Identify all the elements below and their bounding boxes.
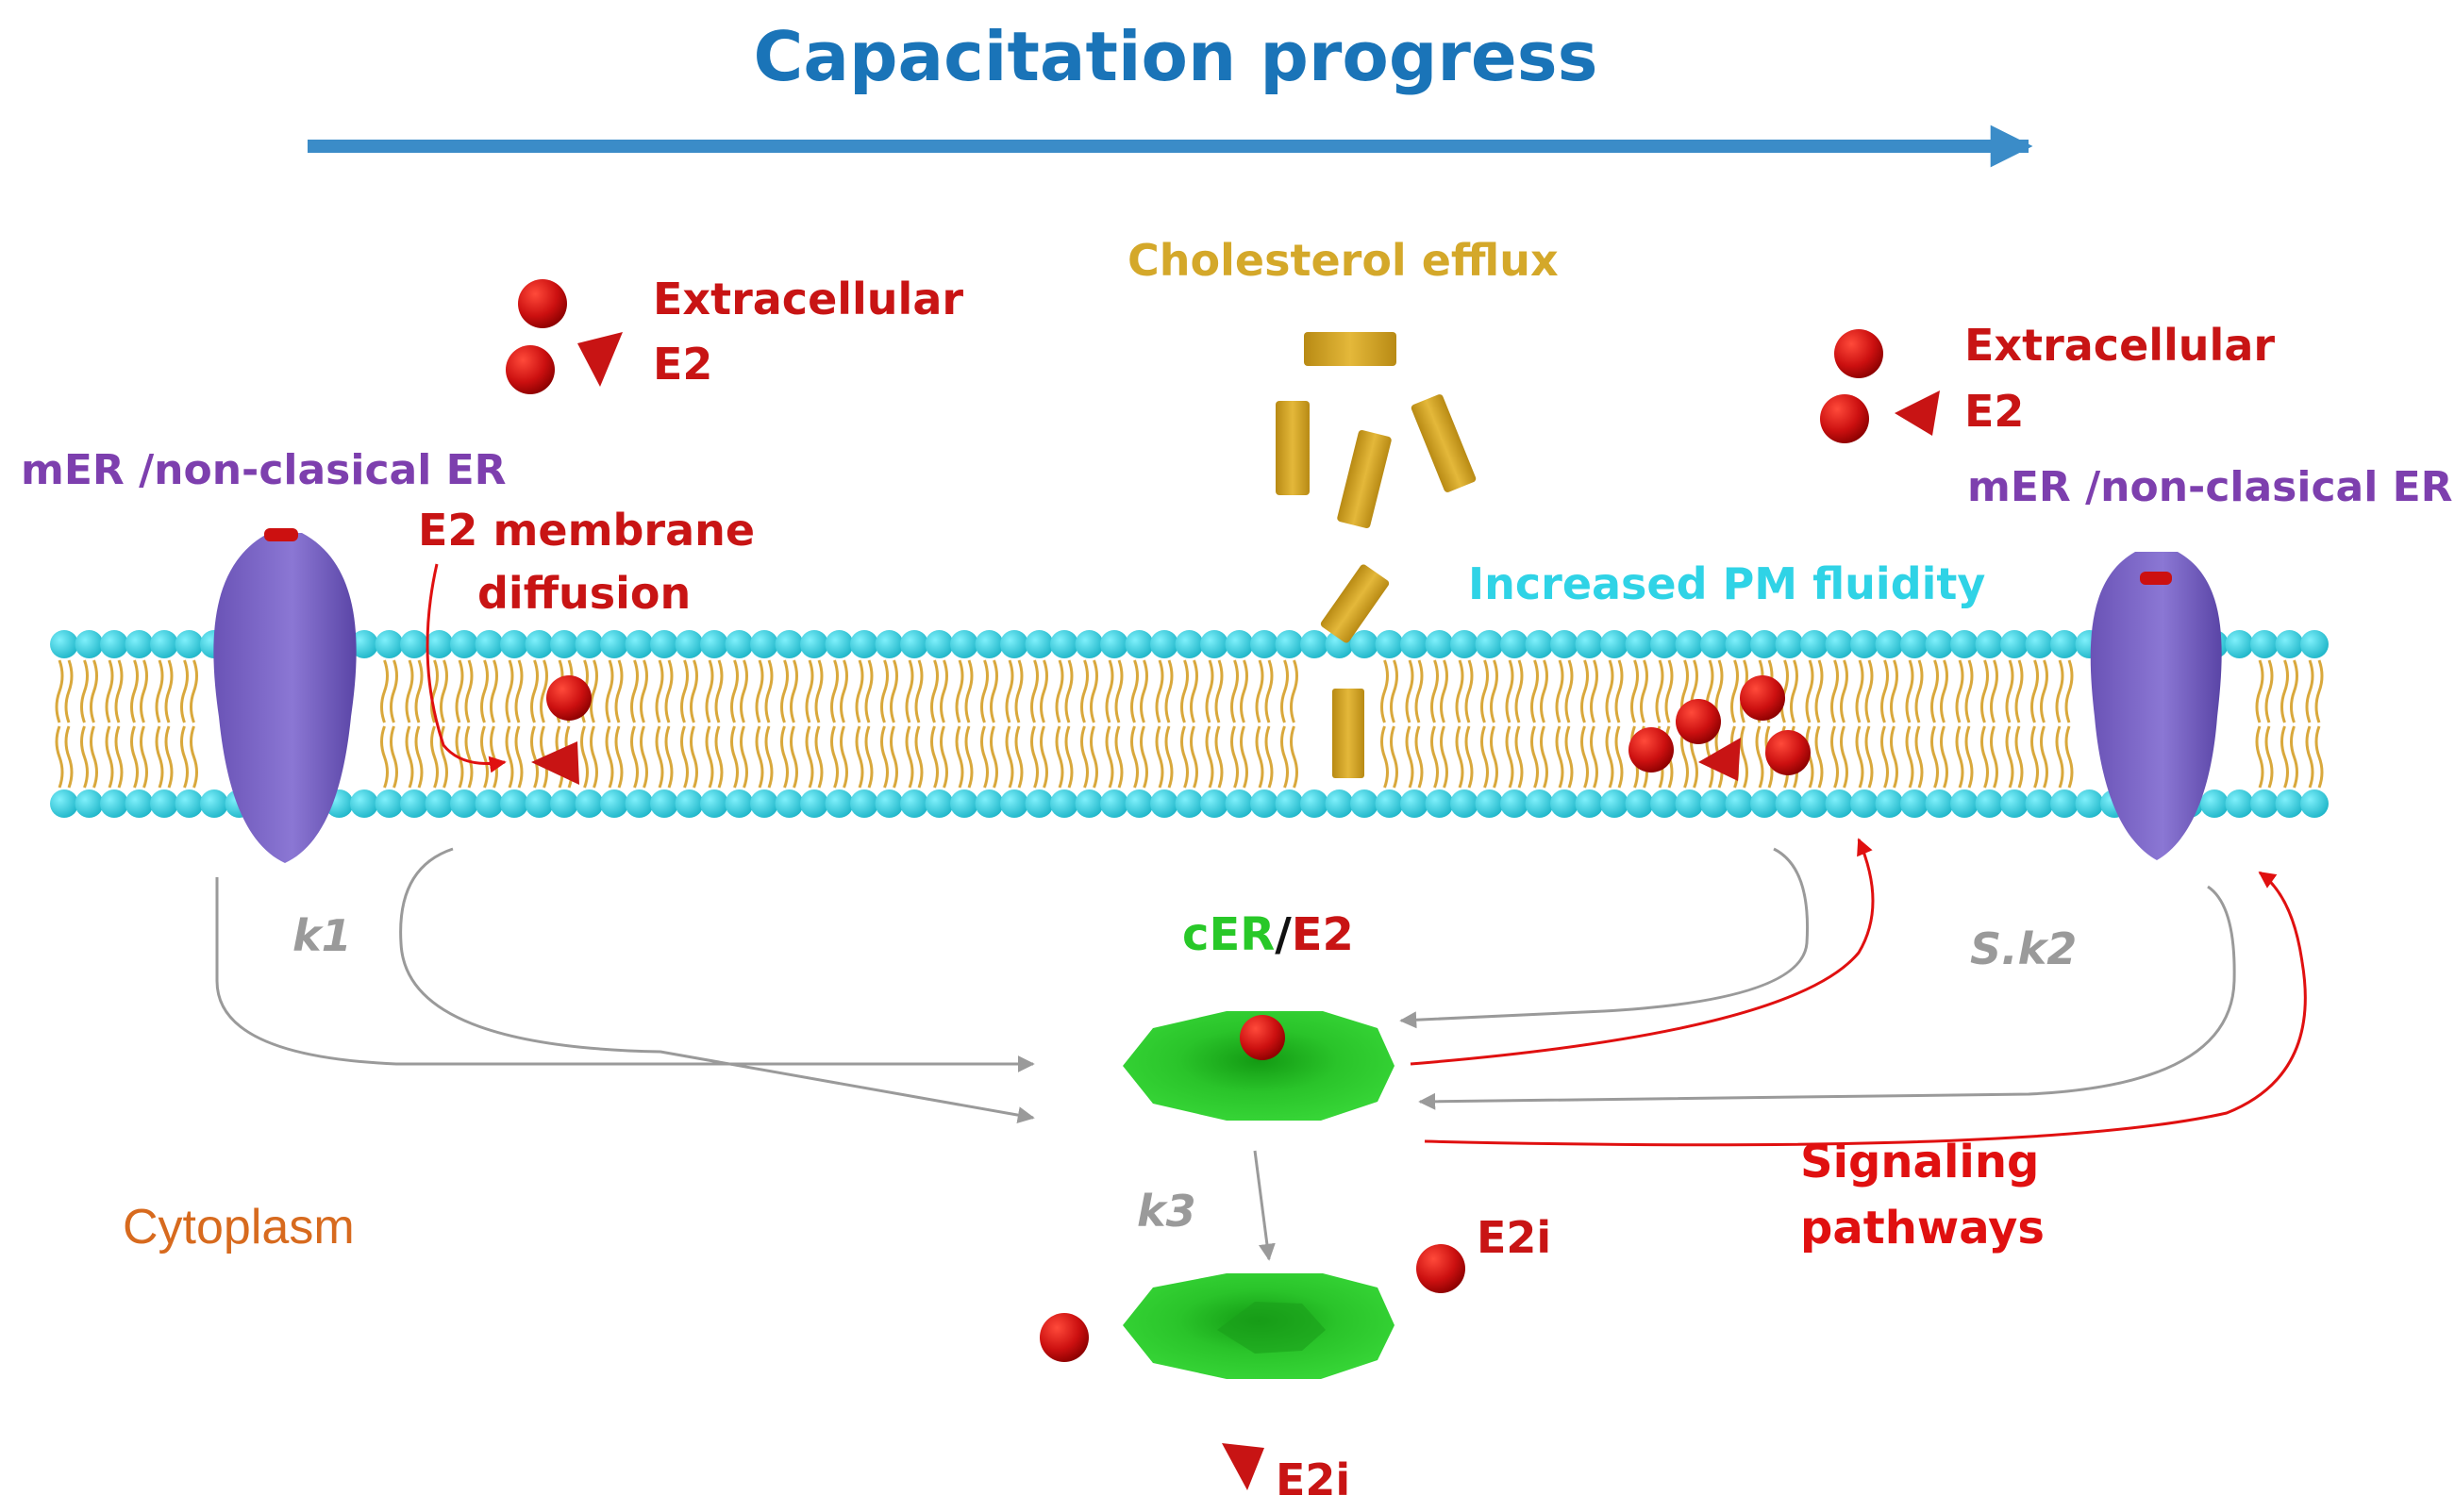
e2-label-right: E2: [1964, 386, 2024, 437]
k1-label: k1: [292, 910, 352, 961]
intracellular-e2i-molecules: [1040, 1244, 1465, 1490]
lipid-head-beads: [50, 630, 2329, 818]
membrane-estrogen-receptor-right: [2090, 552, 2222, 860]
e2-membrane-diffusion-label-2: diffusion: [477, 568, 691, 619]
k3-label: k3: [1137, 1186, 1196, 1237]
cer-e2-complex: [1123, 1011, 1395, 1121]
signaling-label: Signaling: [1800, 1136, 2039, 1188]
flux-arrows: [215, 847, 2236, 1261]
cer-slash: /: [1275, 908, 1292, 961]
membrane-e2-molecules-left: [531, 675, 592, 785]
cer-e2-part: E2: [1292, 908, 1354, 961]
e2i-label-lower: E2i: [1276, 1454, 1350, 1505]
cholesterol-efflux-label: Cholesterol efflux: [1127, 235, 1559, 286]
e2i-label-upper: E2i: [1477, 1212, 1551, 1263]
cer-released: [1123, 1273, 1395, 1379]
extracellular-e2-molecules-left: [506, 279, 623, 394]
pm-fluidity-label: Increased PM fluidity: [1468, 558, 1985, 609]
cer-label: cER: [1182, 908, 1275, 961]
pathways-label: pathways: [1800, 1202, 2045, 1254]
sk2-label: S.k2: [1970, 923, 2077, 974]
extracellular-label-right: Extracellular: [1964, 320, 2275, 371]
extracellular-label-left: Extracellular: [653, 274, 963, 324]
membrane-estrogen-receptor-left: [213, 528, 357, 863]
e2-membrane-diffusion-label-1: E2 membrane: [418, 505, 755, 556]
e2-label-left: E2: [653, 339, 712, 390]
mer-label-right: mER /non-clasical ER: [1967, 463, 2453, 511]
cytoplasm-label: Cytoplasm: [123, 1200, 355, 1254]
diagram-title: Capacitation progress: [754, 17, 1598, 96]
cholesterol-molecules: [1276, 332, 1477, 778]
extracellular-e2-molecules-right: [1820, 329, 1940, 443]
lipid-tails: [55, 659, 2324, 789]
membrane-e2-molecules-right: [1628, 675, 1811, 781]
cer-e2-label: cER/E2: [1182, 908, 1354, 961]
signaling-arrows: [426, 563, 2307, 1147]
mer-label-left: mER /non-clasical ER: [21, 446, 507, 494]
